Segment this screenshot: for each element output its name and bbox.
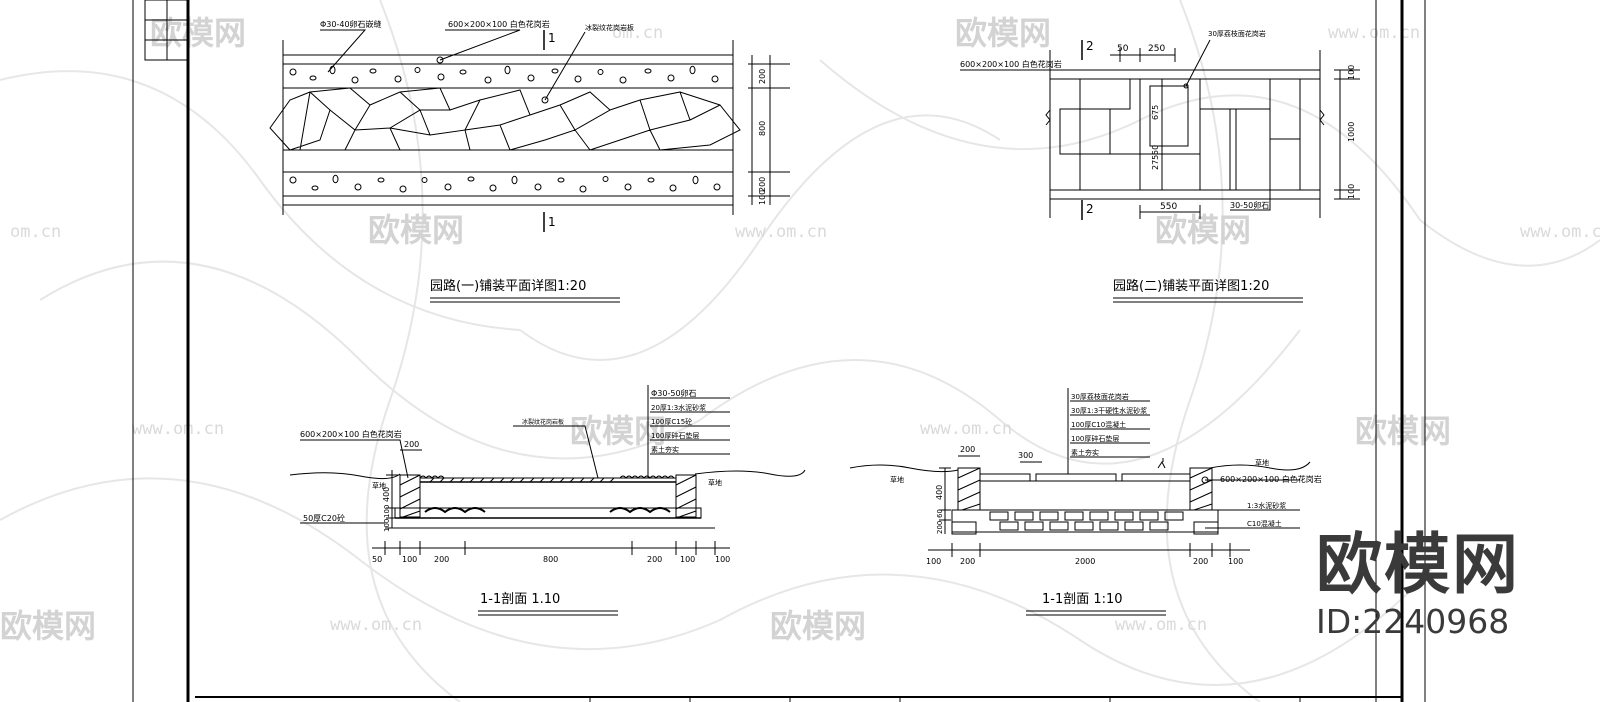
watermark-url: www.om.cn: [735, 222, 827, 242]
watermark-url: www.om.cn: [1115, 615, 1207, 635]
plan1-pebble-label: Φ30-40卵石嵌缝: [320, 19, 382, 29]
section2-layer: 素土夯实: [1071, 448, 1099, 457]
plan2-pebble-label: 30-50卵石: [1230, 200, 1269, 210]
plan2-dim: 250: [1148, 44, 1165, 54]
section1-dim: 100: [402, 555, 417, 564]
section1-dim: 200: [434, 555, 449, 564]
watermark-url: www.om.cn: [330, 615, 422, 635]
plan2-dim: 275: [1151, 155, 1160, 170]
section1-dim: 100: [715, 555, 730, 564]
section1-dim-top: 200: [404, 440, 419, 449]
watermark-brand: 欧模网: [955, 14, 1051, 52]
sheet-frame: [132, 0, 1426, 702]
watermark-url: www.om.cn: [1328, 23, 1420, 43]
section1-layer: 素土夯实: [651, 445, 679, 454]
plan2-title: 园路(二)铺装平面详图1:20: [1113, 278, 1269, 294]
section1-layer: 20厚1:3水泥砂浆: [651, 403, 706, 412]
plan2-curb-label: 600×200×100 白色花岗岩: [960, 59, 1062, 69]
site-watermark: 欧模网 ID:2240968: [1316, 528, 1520, 642]
watermark-url: www.om.cn: [1520, 222, 1600, 242]
section2-ground-right: 草地: [1255, 458, 1269, 467]
plan1-ice-crack-pattern: [269, 87, 741, 151]
section2-dim: 100: [1228, 557, 1243, 566]
section2-text: 30厚荔枝面花岗岩 30厚1:3干硬性水泥砂浆 100厚C10混凝土 100厚碎…: [890, 392, 1322, 616]
plan2-section-mark: 2: [1086, 202, 1094, 216]
plan2-dim: 550: [1160, 202, 1177, 212]
section2-dim-top: 300: [1018, 451, 1033, 460]
site-watermark-brand: 欧模网: [1316, 526, 1520, 603]
plan1-curb-label: 600×200×100 白色花岗岩: [448, 19, 550, 29]
plan1-dim: 100: [758, 190, 767, 205]
section1-ground-left: 草地: [372, 481, 386, 490]
section2-dim: 2000: [1075, 557, 1095, 566]
section2-dim: 200: [1193, 557, 1208, 566]
plan2-dim: 675: [1151, 105, 1160, 120]
section1-slab-label: 冰裂纹花岗岩板: [522, 418, 564, 426]
plan1-drawing: [269, 29, 790, 232]
section1-dim: 800: [543, 555, 558, 564]
section2-dim: 200: [936, 521, 944, 534]
section2-mortar-label: 1:3水泥砂浆: [1247, 501, 1286, 510]
plan2-drawing: [960, 39, 1360, 220]
section2-ground-left: 草地: [890, 475, 904, 484]
section1-curb-label: 600×200×100 白色花岗岩: [300, 429, 402, 439]
plan1-dim: 800: [758, 121, 767, 136]
watermark-brand: 欧模网: [770, 607, 866, 645]
watermark-url: www.om.cn: [132, 419, 224, 439]
watermark-url: om.cn: [612, 23, 663, 43]
plan2-section-mark: 2: [1086, 39, 1094, 53]
watermark-brand: 欧模网: [1155, 211, 1251, 249]
section2-base-blocks: [989, 511, 1184, 531]
section1-title: 1-1剖面 1.10: [480, 592, 560, 607]
section1-drawing: [289, 385, 806, 555]
watermark-brand: 欧模网: [368, 211, 464, 249]
section2-layer: 30厚荔枝面花岗岩: [1071, 392, 1129, 401]
plan2-text: 30厚荔枝面花岗岩 600×200×100 白色花岗岩 2 2 50 250 1…: [960, 29, 1356, 303]
plan2-dim: 100: [1347, 184, 1356, 199]
section2-layer: 100厚碎石垫层: [1071, 434, 1119, 443]
plan1-title: 园路(一)铺装平面详图1:20: [430, 278, 586, 294]
section1-text: Φ30-50卵石 20厚1:3水泥砂浆 100厚C15砼 100厚碎石垫层 素土…: [300, 388, 730, 616]
plan1-dim: 200: [758, 69, 767, 84]
section2-drawing: [849, 388, 1311, 557]
section1-ground-right: 草地: [708, 478, 722, 487]
section1-dim: 200: [647, 555, 662, 564]
section1-layer: Φ30-50卵石: [651, 388, 697, 398]
section2-dim: 60: [936, 509, 944, 518]
section2-c10-label: C10混凝土: [1247, 519, 1282, 528]
plan2-dim: 1000: [1347, 122, 1356, 142]
plan1-ice-label: 冰裂纹花岗岩板: [585, 23, 634, 32]
plan2-top-label: 30厚荔枝面花岗岩: [1208, 29, 1266, 38]
plan1-section-mark: 1: [548, 31, 556, 45]
section2-layer: 30厚1:3干硬性水泥砂浆: [1071, 406, 1147, 415]
section2-title: 1-1剖面 1:10: [1042, 592, 1123, 607]
section2-curb-label: 600×200×100 白色花岗岩: [1220, 474, 1322, 484]
site-watermark-id: ID:2240968: [1316, 602, 1510, 641]
section2-dim-top: 200: [960, 445, 975, 454]
watermark-brand: 欧模网: [0, 607, 96, 645]
section1-dim: 100: [383, 505, 391, 518]
section1-dim: 100: [680, 555, 695, 564]
section1-dim: 50: [372, 555, 382, 564]
plan1-pebbles: [289, 65, 721, 193]
watermark-url: om.cn: [10, 222, 61, 242]
section1-dim: 100: [383, 519, 391, 532]
section2-layer: 100厚C10混凝土: [1071, 420, 1126, 429]
section2-dim: 400: [935, 485, 944, 500]
plan2-dim: 50: [1151, 145, 1160, 155]
section2-dim: 100: [926, 557, 941, 566]
plan1-section-mark: 1: [548, 215, 556, 229]
section1-surface-hatch: [419, 475, 675, 483]
section1-c20-label: 50厚C20砼: [303, 513, 345, 523]
plan2-dim: 100: [1347, 65, 1356, 80]
section1-dim: 400: [382, 487, 391, 502]
plan1-text: Φ30-40卵石嵌缝 600×200×100 白色花岗岩 冰裂纹花岗岩板 1 1…: [320, 19, 767, 303]
section1-layer: 100厚C15砼: [651, 417, 692, 426]
plan1-dim: 200: [758, 177, 767, 192]
plan2-dim: 50: [1117, 44, 1129, 54]
watermark-url: www.om.cn: [920, 419, 1012, 439]
section2-dim: 200: [960, 557, 975, 566]
section1-layer: 100厚碎石垫层: [651, 431, 699, 440]
